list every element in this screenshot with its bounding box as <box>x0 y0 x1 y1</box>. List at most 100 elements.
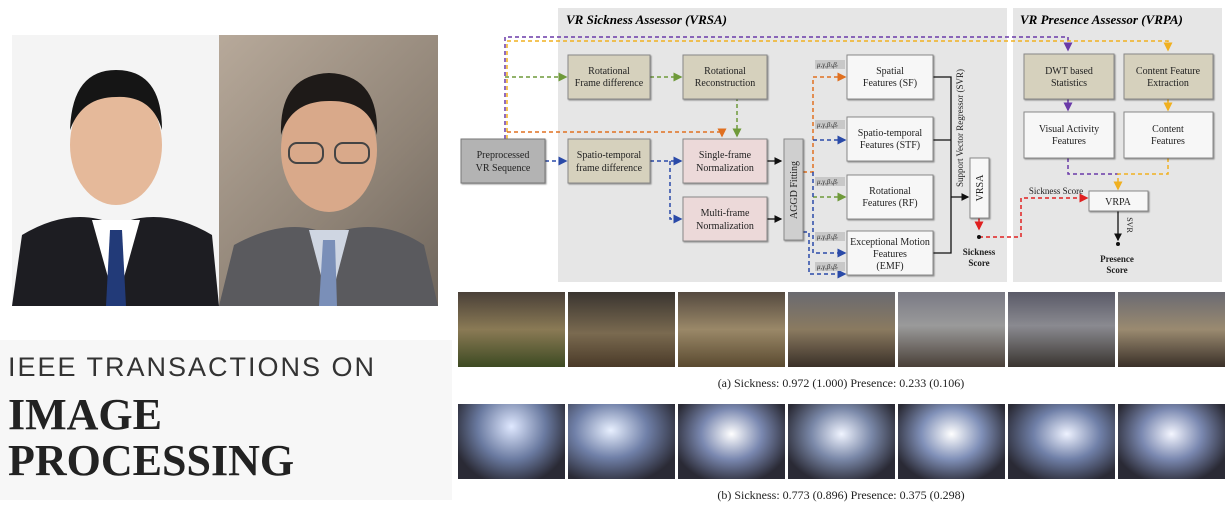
diagram-label: Features <box>873 249 907 260</box>
sickness-score-connector <box>979 193 1089 238</box>
caption-b: (b) Sickness: 0.773 (0.896) Presence: 0.… <box>717 488 965 502</box>
diagram-shape <box>504 36 1173 279</box>
diagram-label: AGGD Fitting <box>789 161 800 219</box>
diagram-shape <box>1113 158 1169 191</box>
diagram-label: Statistics <box>1051 78 1087 89</box>
diagram-shape <box>933 76 968 254</box>
diagram-shape <box>1116 242 1120 246</box>
preprocessed-box <box>460 138 546 184</box>
diagram-shape <box>669 161 683 224</box>
journal-title-line2: IMAGE <box>8 390 162 439</box>
diagram-label: (EMF) <box>876 261 903 272</box>
video-frame <box>898 292 1005 367</box>
diagram-label: DWT based <box>1045 66 1093 77</box>
journal-title-line3: PROCESSING <box>8 436 295 485</box>
video-frame <box>568 404 675 479</box>
diagram-label: Single-frame <box>699 150 752 161</box>
diagram-shape <box>803 72 847 173</box>
diagram-label: frame difference <box>576 163 643 174</box>
video-frame <box>1118 292 1225 367</box>
diagram-label: Exceptional Motion <box>850 237 930 248</box>
portrait-photo-1 <box>12 35 219 306</box>
diagram-shape <box>106 230 126 306</box>
diagram-label: Sickness Score <box>1029 186 1083 196</box>
diagram-label: Content <box>1152 124 1184 135</box>
diagram-label: Preprocessed <box>477 150 530 161</box>
video-frame <box>1008 292 1115 367</box>
diagram-shape <box>815 177 845 186</box>
diagram-label: VRPA <box>1105 197 1132 208</box>
diagram-label: Frame difference <box>575 78 644 89</box>
diagram-label: Features (STF) <box>860 140 920 151</box>
portrait-photo-2 <box>219 35 438 306</box>
video-frame <box>678 292 785 367</box>
emf-box <box>846 230 934 276</box>
vrsa-box <box>969 157 990 219</box>
diagram-label: VRSA <box>975 174 986 201</box>
video-frame <box>678 404 785 479</box>
diagram-label: Presence <box>1100 254 1134 264</box>
diagram-shape <box>815 232 845 241</box>
diagram-shape <box>977 235 981 239</box>
diagram-label: Extraction <box>1147 78 1189 89</box>
rotational-frame-diff-box <box>567 54 651 100</box>
vrpa-title: VR Presence Assessor (VRPA) <box>1020 12 1183 27</box>
diagram-shape <box>70 70 162 130</box>
diagram-shape <box>507 128 727 138</box>
diagram-shape <box>815 120 845 129</box>
video-frame <box>458 404 565 479</box>
single-frame-norm-box <box>682 138 768 184</box>
video-frame <box>788 292 895 367</box>
diagram-label: Spatio-temporal <box>577 150 642 161</box>
diagram-shape <box>319 240 337 306</box>
video-frame <box>1008 404 1115 479</box>
st-frame-diff-box <box>567 138 651 184</box>
diagram-shape <box>815 60 845 69</box>
diagram-label: Normalization <box>696 221 754 232</box>
diagram-shape <box>803 231 847 279</box>
diagram-label: μ,γ,βₗ,βᵣ <box>817 178 839 186</box>
diagram-label: Support Vector Regressor (SVR) <box>955 69 965 187</box>
diagram-label: Rotational <box>704 66 746 77</box>
diagram-label: μ,γ,βₗ,βᵣ <box>817 61 839 69</box>
diagram-label: Features (RF) <box>862 198 917 209</box>
diagram-label: Reconstruction <box>695 78 756 89</box>
diagram-label: Score <box>1106 265 1127 275</box>
diagram-shape <box>1067 158 1118 175</box>
diagram-shape: μ,γ,βₗ,βᵣ μ,γ,βₗ,βᵣ μ,γ,βₗ,βᵣ μ,γ,βₗ,βᵣ … <box>815 60 845 271</box>
diagram-label: Visual Activity <box>1039 124 1099 135</box>
rf-box <box>846 174 934 220</box>
diagram-shape <box>281 88 377 212</box>
diagram-label: μ,γ,βₗ,βᵣ <box>817 121 839 129</box>
diagram-shape <box>815 262 845 271</box>
rotational-recon-box <box>682 54 768 100</box>
diagram-label: Spatio-temporal <box>858 128 923 139</box>
diagram-shape <box>334 142 370 164</box>
journal-logo <box>0 340 452 500</box>
video-frame <box>898 404 1005 479</box>
yellow-connector <box>506 40 1173 139</box>
framework-diagram: VR Sickness Assessor (VRSA) VR Presence … <box>460 8 1222 282</box>
video-frame <box>788 404 895 479</box>
content-extraction-box <box>1123 53 1214 100</box>
stf-box <box>846 116 934 162</box>
sf-box <box>846 54 934 100</box>
diagram-label: Content Feature <box>1136 66 1201 77</box>
diagram-shape <box>460 53 1214 276</box>
diagram-shape <box>280 73 378 135</box>
purple-connector <box>504 36 1073 139</box>
content-features-box <box>1123 111 1214 159</box>
visual-activity-box <box>1023 111 1115 159</box>
dwt-box <box>1023 53 1115 100</box>
diagram-label: Features <box>1052 136 1086 147</box>
diagram-label: Features (SF) <box>863 78 917 89</box>
diagram-label: VR Sequence <box>476 163 531 174</box>
frame-row-a <box>458 292 1225 367</box>
frame-row-b <box>458 404 1225 479</box>
diagram-label: Multi-frame <box>701 208 750 219</box>
diagram-label: μ,γ,βₗ,βᵣ <box>817 263 839 271</box>
diagram-shape <box>288 142 324 164</box>
vrsa-title: VR Sickness Assessor (VRSA) <box>566 12 727 27</box>
vrpa-box <box>1088 190 1149 212</box>
